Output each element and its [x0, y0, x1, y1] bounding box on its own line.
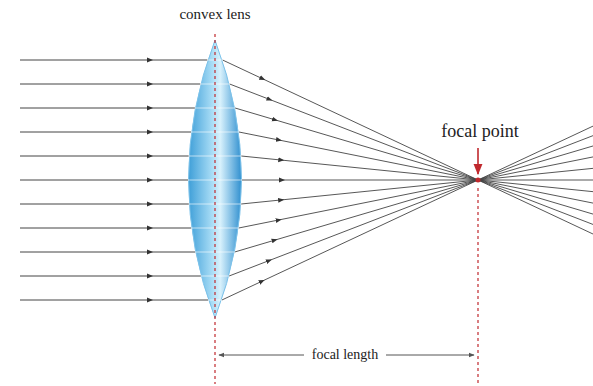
ray-arrowhead: [20, 156, 150, 157]
incoming-ray: [20, 60, 207, 61]
refracted-ray: [223, 60, 593, 234]
incoming-ray: [20, 132, 191, 133]
focal-length-label: focal length: [304, 347, 386, 362]
ray-arrowhead: [20, 180, 150, 181]
refracted-ray: [241, 168, 593, 204]
incoming-ray: [20, 84, 200, 85]
ray-arrowhead: [222, 281, 262, 300]
focal-point-pointer: [477, 148, 479, 174]
ray-arrowhead: [229, 261, 269, 276]
refracted-ray: [222, 126, 593, 300]
incoming-ray: [20, 276, 201, 277]
ray-arrowhead: [20, 60, 150, 61]
ray-arrowhead: [241, 156, 281, 160]
incoming-ray: [20, 252, 195, 253]
refracted-ray: [229, 136, 593, 276]
refracted-ray: [242, 180, 593, 181]
incoming-ray: [20, 156, 189, 157]
incoming-ray: [20, 204, 189, 205]
ray-arrowhead: [20, 132, 150, 133]
refracted-ray: [230, 84, 593, 224]
ray-arrowhead: [239, 220, 279, 228]
incoming-ray: [20, 300, 208, 301]
incoming-ray: [20, 108, 195, 109]
incoming-ray: [20, 228, 191, 229]
ray-arrowhead: [20, 108, 150, 109]
focal-point-dot: [476, 178, 481, 183]
ray-arrowhead: [20, 204, 150, 205]
focal-axis-line: [477, 188, 478, 384]
focal-point-label: focal point: [441, 122, 518, 142]
ray-arrowhead: [223, 60, 263, 79]
ray-arrowhead: [20, 300, 150, 301]
ray-arrowhead: [230, 84, 270, 99]
refracted-ray: [235, 146, 593, 252]
refracted-ray: [235, 108, 593, 214]
ray-arrowhead: [242, 180, 282, 181]
light-rays: [20, 60, 593, 300]
lens-axis-line: [214, 34, 215, 384]
ray-arrowhead: [20, 84, 150, 85]
ray-arrowhead: [235, 108, 275, 120]
ray-arrowhead: [239, 132, 279, 140]
refracted-ray: [239, 157, 593, 228]
ray-arrowhead: [20, 228, 150, 229]
incoming-ray: [20, 180, 188, 181]
ray-arrowhead: [235, 240, 275, 252]
ray-arrowhead: [20, 276, 150, 277]
lens-label: convex lens: [179, 6, 250, 23]
ray-arrowhead: [241, 200, 281, 204]
ray-arrowhead: [20, 252, 150, 253]
